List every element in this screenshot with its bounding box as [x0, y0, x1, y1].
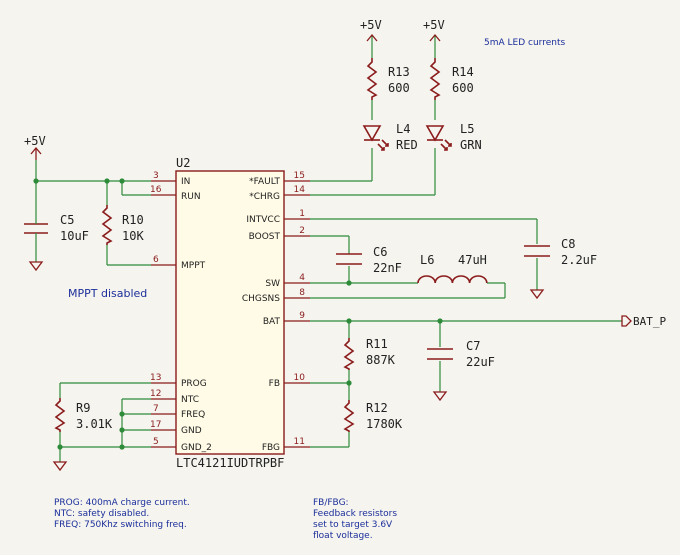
pin-number: 15: [294, 171, 305, 181]
power-label: +5V: [360, 18, 382, 32]
note-line: FREQ: 750Khz switching freq.: [54, 520, 187, 530]
pin-number: 11: [294, 437, 305, 447]
pin-number: 7: [153, 404, 159, 414]
pin-number: 5: [153, 437, 159, 447]
note-led-currents: 5mA LED currents: [484, 38, 565, 48]
pin-number: 16: [150, 185, 162, 195]
pin-name: PROG: [181, 379, 207, 389]
pin-number: 4: [299, 273, 305, 283]
pin-name: FBG: [262, 443, 280, 453]
ref-label: R13: [388, 65, 410, 79]
pin-name: *CHRG: [249, 192, 280, 202]
pin-name: BOOST: [249, 232, 281, 242]
junctions: [33, 178, 443, 450]
pin-number: 14: [294, 185, 306, 195]
ref-label: R14: [452, 65, 474, 79]
note-prog-block: PROG: 400mA charge current. NTC: safety …: [54, 498, 190, 530]
note-line: PROG: 400mA charge current.: [54, 498, 190, 508]
power-label: +5V: [24, 134, 46, 148]
value-label: 600: [452, 81, 474, 95]
pin-name: MPPT: [181, 261, 206, 271]
note-line: float voltage.: [313, 531, 373, 541]
pin-number: 2: [299, 226, 305, 236]
ic-part: LTC4121IUDTRPBF: [176, 456, 284, 470]
value-label: 10uF: [60, 229, 89, 243]
pin-number: 3: [153, 171, 159, 181]
capacitor-c5: C5 10uF: [24, 213, 89, 243]
ref-label: C8: [561, 237, 575, 251]
ref-label: C6: [373, 245, 387, 259]
resistor-r11: R11 887K: [343, 337, 396, 370]
ic-ref: U2: [176, 156, 190, 170]
led-l5: L5 GRN: [425, 122, 482, 152]
ground-symbols: [28, 261, 545, 472]
pin-name: GND: [181, 426, 202, 436]
pin-number: 8: [299, 288, 305, 298]
ref-label: C7: [466, 339, 480, 353]
pin-name: *FAULT: [249, 177, 280, 187]
value-label: 1780K: [366, 417, 403, 431]
power-label: +5V: [423, 18, 445, 32]
capacitor-c8: C8 2.2uF: [524, 237, 597, 267]
note-line: Feedback resistors: [313, 509, 397, 519]
note-fb-block: FB/FBG: Feedback resistors set to target…: [313, 498, 397, 541]
ref-label: R12: [366, 401, 388, 415]
ref-label: C5: [60, 213, 74, 227]
value-label: RED: [396, 138, 418, 152]
resistor-r12: R12 1780K: [343, 400, 403, 432]
resistor-r10: R10 10K: [101, 205, 144, 245]
ref-label: R10: [122, 213, 144, 227]
pin-name: FREQ: [181, 410, 205, 420]
resistor-r13: R13 600: [366, 58, 410, 100]
resistor-r9: R9 3.01K: [54, 398, 113, 432]
pin-number: 10: [294, 373, 306, 383]
note-line: FB/FBG:: [313, 498, 349, 508]
power-symbol-5v-r14: +5V: [423, 18, 445, 42]
pin-number: 17: [150, 420, 161, 430]
value-label: 22uF: [466, 355, 495, 369]
pin-number: 9: [299, 311, 305, 321]
ref-label: L5: [460, 122, 474, 136]
pin-name: BAT: [263, 317, 281, 327]
note-mppt: MPPT disabled: [68, 287, 147, 300]
pin-name: SW: [265, 279, 280, 289]
ic-u2: U2 LTC4121IUDTRPBF 3 IN 16 RUN 6 MPPT 13…: [150, 156, 310, 470]
net-label: BAT_P: [633, 315, 666, 328]
pin-name: RUN: [181, 192, 201, 202]
wires: [35, 35, 622, 462]
capacitor-c7: C7 22uF: [427, 339, 495, 369]
pin-name: NTC: [181, 395, 199, 405]
value-label: 10K: [122, 229, 144, 243]
value-label: 3.01K: [76, 417, 113, 431]
value-label: 887K: [366, 353, 396, 367]
ref-label: L6: [420, 253, 434, 267]
pin-number: 13: [150, 373, 161, 383]
pin-number: 1: [299, 209, 305, 219]
value-label: 22nF: [373, 261, 402, 275]
note-line: NTC: safety disabled.: [54, 509, 149, 519]
ref-label: R11: [366, 337, 388, 351]
pin-name: INTVCC: [246, 215, 280, 225]
note-line: set to target 3.6V: [313, 520, 393, 530]
value-label: GRN: [460, 138, 482, 152]
capacitor-c6: C6 22nF: [336, 245, 402, 275]
pin-name: GND_2: [181, 443, 212, 453]
pin-number: 12: [150, 389, 161, 399]
pin-number: 6: [153, 255, 159, 265]
power-symbol-5v-r13: +5V: [360, 18, 382, 42]
ref-label: R9: [76, 401, 90, 415]
value-label: 600: [388, 81, 410, 95]
led-l4: L4 RED: [362, 122, 418, 152]
pin-name: FB: [269, 379, 280, 389]
pin-name: CHGSNS: [242, 294, 280, 304]
value-label: 47uH: [458, 253, 487, 267]
resistor-r14: R14 600: [429, 58, 474, 100]
ref-label: L4: [396, 122, 410, 136]
pin-name: IN: [181, 177, 190, 187]
power-symbol-5v-left: +5V: [24, 134, 46, 160]
inductor-l6: L6 47uH: [417, 253, 488, 284]
net-label-bat-p: BAT_P: [621, 315, 666, 328]
value-label: 2.2uF: [561, 253, 597, 267]
